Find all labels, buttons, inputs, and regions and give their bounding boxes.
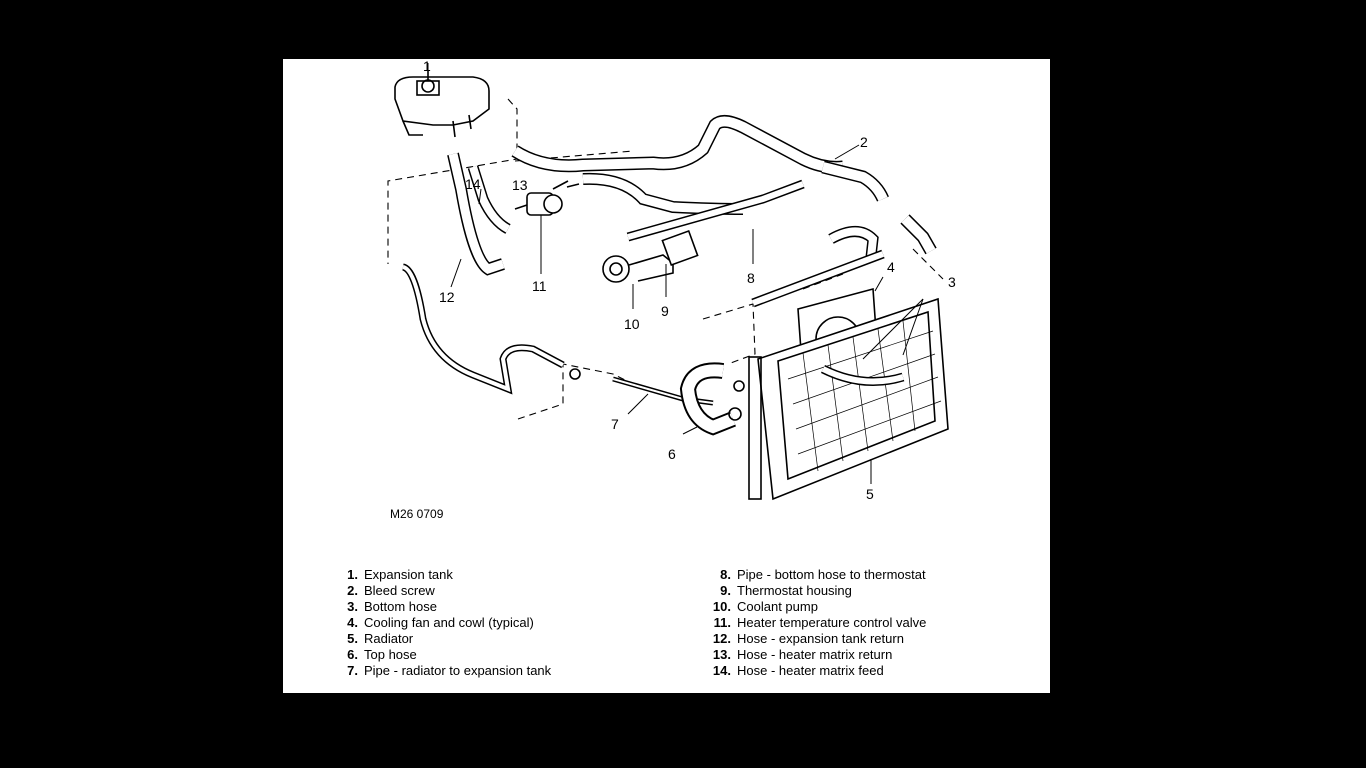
callout-7: 7 <box>611 416 619 432</box>
callout-14: 14 <box>465 176 481 192</box>
callout-2: 2 <box>860 134 868 150</box>
coolant-pump-10 <box>602 229 699 283</box>
callout-3: 3 <box>948 274 956 290</box>
callout-labels: 1 2 3 4 5 6 7 8 9 10 11 12 13 14 <box>423 59 956 502</box>
leader-lines <box>427 63 924 484</box>
legend-item: 9.Thermostat housing <box>720 583 852 598</box>
diagram-sheet: 1 2 3 4 5 6 7 8 9 10 11 12 13 14 M26 070… <box>283 59 1050 693</box>
expansion-tank <box>394 71 490 138</box>
legend-item: 1.Expansion tank <box>347 567 453 582</box>
callout-13: 13 <box>512 177 528 193</box>
figure-reference: M26 0709 <box>390 507 444 521</box>
callout-4: 4 <box>887 259 895 275</box>
legend-item: 11.Heater temperature control valve <box>713 615 927 630</box>
cooling-system-diagram: 1 2 3 4 5 6 7 8 9 10 11 12 13 14 <box>387 59 956 502</box>
legend-item: 3.Bottom hose <box>347 599 437 614</box>
legend-item: 10.Coolant pump <box>712 599 818 614</box>
callout-8: 8 <box>747 270 755 286</box>
legend-right: 8.Pipe - bottom hose to thermostat 9.The… <box>706 567 926 679</box>
legend-item: 7.Pipe - radiator to expansion tank <box>347 663 552 678</box>
callout-1: 1 <box>423 59 431 74</box>
legend-item: 5.Radiator <box>347 631 414 646</box>
legend-item: 6.Top hose <box>347 647 417 662</box>
callout-12: 12 <box>439 289 455 305</box>
legend-item: 13.Hose - heater matrix return <box>712 647 893 662</box>
legend-item: 14.Hose - heater matrix feed <box>712 663 884 678</box>
callout-11: 11 <box>532 278 547 294</box>
legend-item: 2.Bleed screw <box>347 583 435 598</box>
callout-10: 10 <box>624 316 640 332</box>
legend-left: 1.Expansion tank 2.Bleed screw 3.Bottom … <box>333 567 551 679</box>
legend-item: 12.Hose - expansion tank return <box>712 631 904 646</box>
legend-item: 4.Cooling fan and cowl (typical) <box>347 615 534 630</box>
callout-6: 6 <box>668 446 676 462</box>
callout-5: 5 <box>866 486 874 502</box>
legend-item: 8.Pipe - bottom hose to thermostat <box>720 567 926 582</box>
callout-9: 9 <box>661 303 669 319</box>
heater-valve-11 <box>514 180 580 216</box>
radiator-5 <box>748 297 949 501</box>
